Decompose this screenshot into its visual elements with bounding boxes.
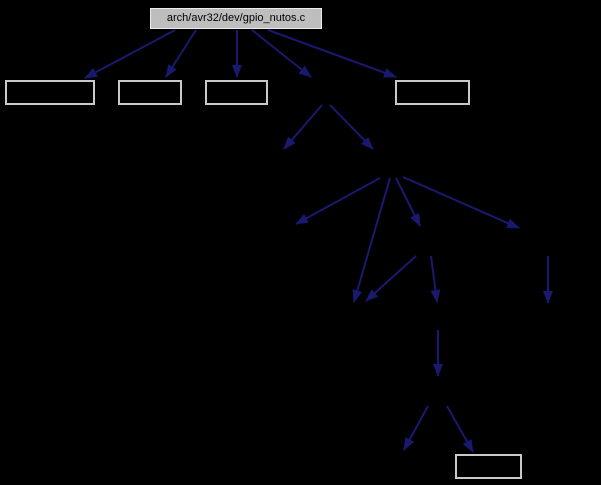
graph-node-main: arch/avr32/dev/gpio_nutos.c [150,8,322,29]
graph-node-dep-4[interactable] [395,80,470,105]
graph-edge-8 [295,177,381,225]
graph-edge-16 [403,405,429,451]
graph-node-dep-3[interactable] [205,80,268,105]
graph-edge-5 [267,29,397,78]
graph-edge-9 [352,177,391,303]
graph-edge-1 [84,29,176,79]
graph-edge-12 [365,255,417,302]
graph-node-dep-2[interactable] [118,80,182,105]
graph-edge-13 [430,255,441,303]
graph-edge-7 [329,104,374,150]
graph-node-label-main: arch/avr32/dev/gpio_nutos.c [166,12,306,24]
graph-edge-10 [395,177,421,227]
graph-edge-11 [402,176,520,229]
graph-node-dep-5[interactable] [455,454,522,479]
graph-edge-6 [283,104,323,150]
graph-node-dep-1[interactable] [5,80,95,105]
graph-edge-4 [251,29,312,78]
graph-edge-2 [165,29,197,78]
graph-edge-17 [446,405,474,453]
